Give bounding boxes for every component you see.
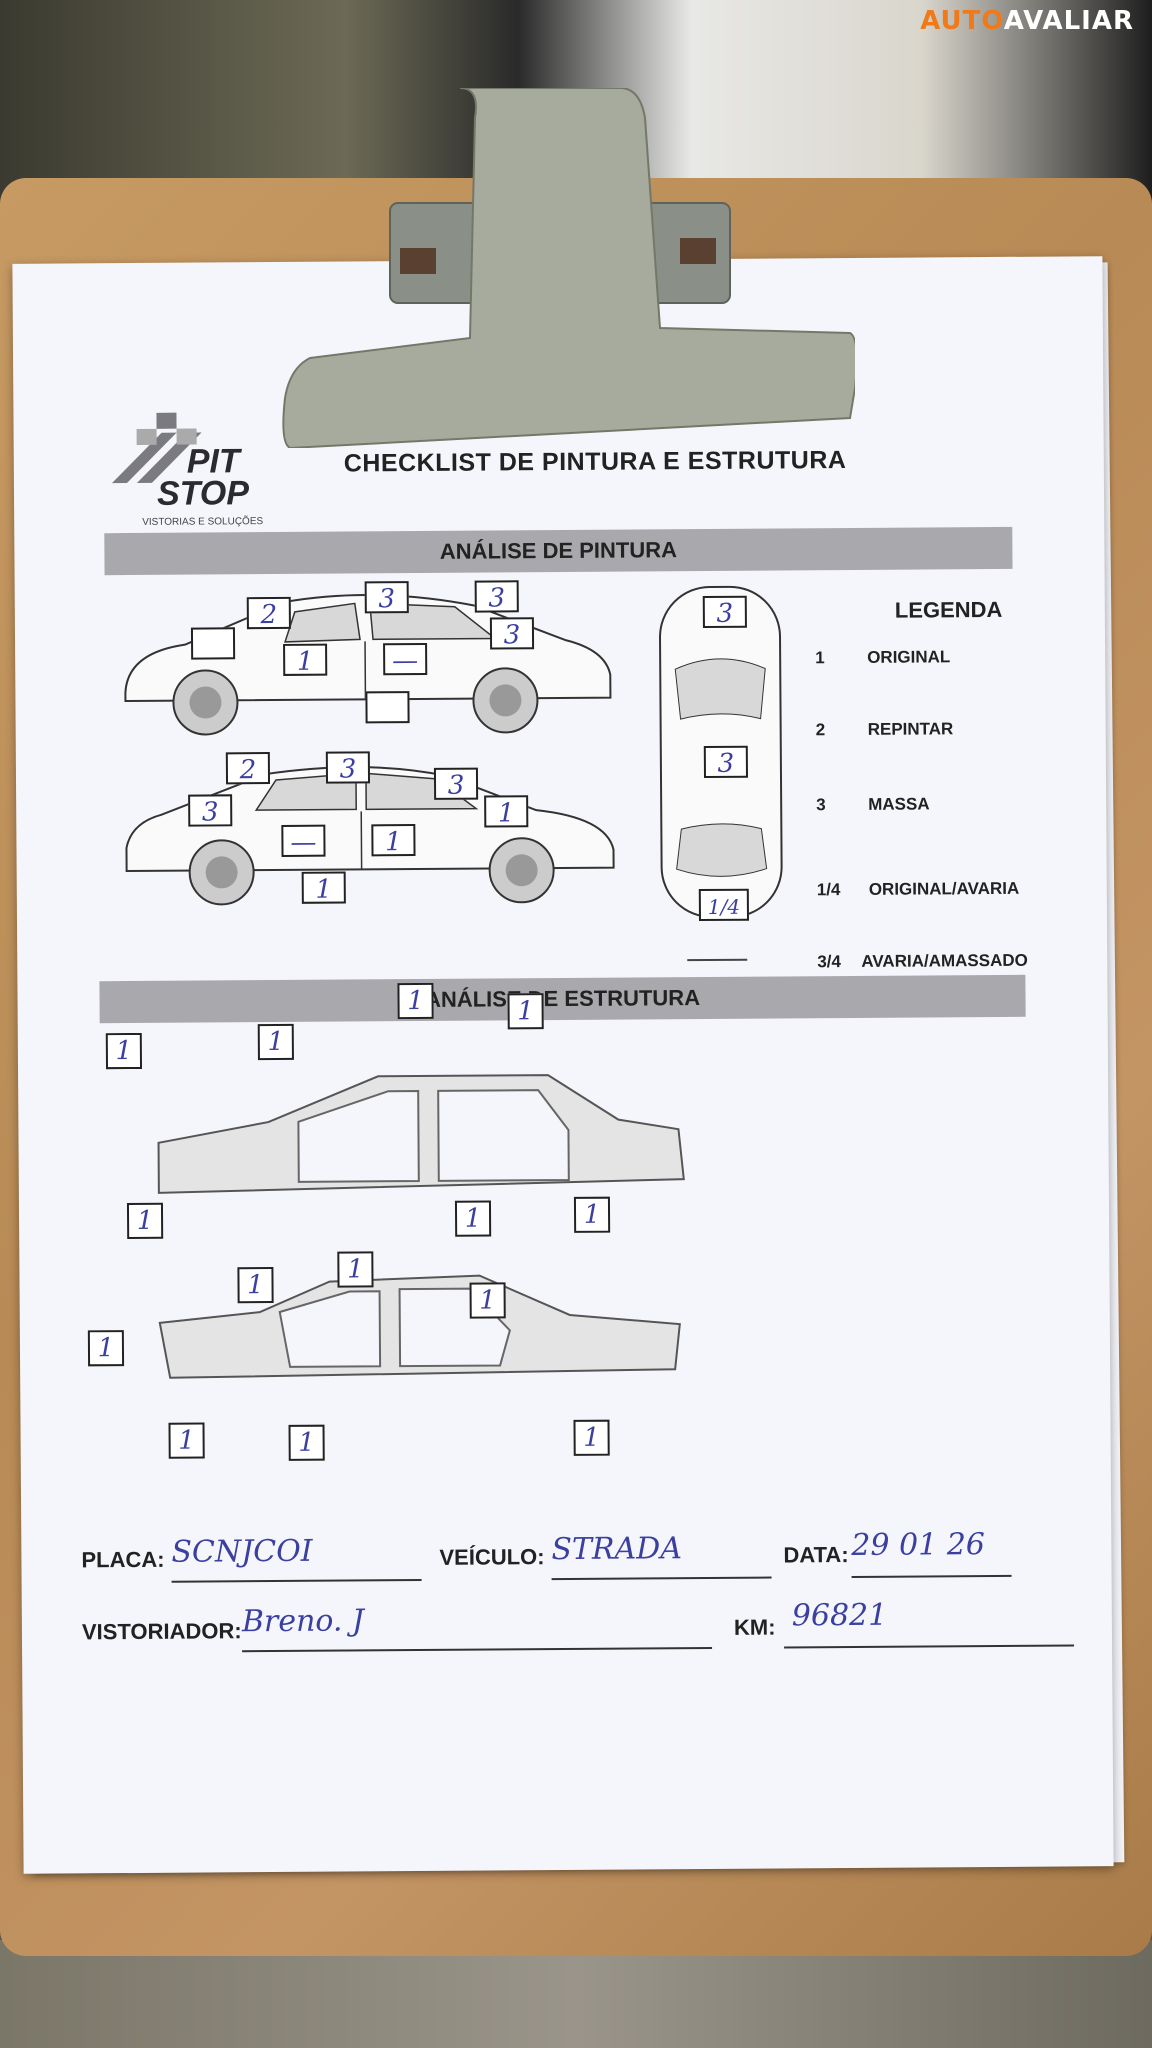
legend-title: LEGENDA — [894, 596, 1003, 623]
legend-label: REPINTAR — [867, 719, 954, 739]
clipboard-clip — [282, 88, 855, 448]
paint-mark-box[interactable]: 3 — [325, 751, 371, 785]
pit-stop-logo: PIT STOP VISTORIAS E SOLUÇÕES — [101, 392, 302, 533]
watermark-logo: AUTOAVALIAR — [920, 6, 1134, 36]
paint-mark-box[interactable]: 3 — [364, 581, 409, 614]
veiculo-value[interactable]: STRADA — [551, 1531, 683, 1568]
placa-label: PLACA: — [81, 1546, 165, 1573]
paint-mark-box[interactable]: 3 — [489, 617, 535, 650]
logo-line2: STOP — [157, 474, 250, 513]
legend-row: 1 ORIGINAL — [815, 647, 950, 668]
legend-label: ORIGINAL/AVARIA — [868, 878, 1020, 899]
structure-mark-box[interactable]: 1 — [469, 1282, 506, 1319]
veiculo-underline — [551, 1576, 772, 1581]
vistoriador-value[interactable]: Breno. J — [241, 1603, 365, 1640]
structure-mark-box[interactable]: 1 — [454, 1200, 492, 1237]
form-title: CHECKLIST DE PINTURA E ESTRUTURA — [343, 446, 847, 478]
legend-row: 3/4 AVARIA/AMASSADO — [817, 951, 1028, 972]
legend-label: MASSA — [868, 794, 930, 814]
paint-mark-box[interactable]: 3 — [702, 595, 747, 629]
vistoriador-underline — [242, 1646, 713, 1653]
logo-line1: PIT — [187, 442, 243, 480]
paint-mark-box[interactable] — [190, 627, 236, 660]
data-value[interactable]: 29 01 26 — [851, 1527, 986, 1563]
logo-tagline: VISTORIAS E SOLUÇÕES — [142, 514, 263, 528]
km-underline — [784, 1644, 1075, 1649]
legend-dash — [687, 958, 748, 962]
body-frame-side-view — [157, 1074, 685, 1194]
structure-mark-box[interactable]: 1 — [257, 1023, 294, 1061]
structure-mark-box[interactable]: 1 — [397, 982, 434, 1020]
paint-mark-box[interactable]: 1 — [301, 871, 346, 905]
paint-mark-box[interactable]: 3 — [703, 745, 748, 779]
structure-mark-box[interactable]: 1 — [573, 1196, 611, 1233]
paint-mark-box[interactable]: 1 — [283, 643, 328, 677]
data-underline — [851, 1574, 1012, 1578]
paint-mark-box[interactable]: 3 — [433, 767, 479, 801]
structure-mark-box[interactable]: 1 — [337, 1251, 374, 1288]
legend-row: 1/4 ORIGINAL/AVARIA — [817, 879, 1020, 900]
watermark-part1: AUTO — [920, 6, 1004, 36]
paint-mark-box[interactable]: 1 — [371, 824, 416, 857]
legend-code: 1/4 — [816, 880, 841, 900]
structure-section-band: ANÁLISE DE ESTRUTURA — [99, 974, 1026, 1024]
paint-mark-box[interactable]: — — [281, 824, 326, 858]
structure-mark-box[interactable]: 1 — [87, 1330, 125, 1367]
structure-mark-box[interactable]: 1 — [126, 1202, 164, 1240]
car-side-view-left — [125, 766, 615, 906]
paint-mark-box[interactable] — [365, 691, 410, 724]
structure-mark-box[interactable]: 1 — [573, 1419, 610, 1456]
km-value[interactable]: 96821 — [791, 1597, 888, 1634]
background-bottom — [0, 1940, 1152, 2048]
paint-mark-box[interactable]: — — [383, 642, 428, 676]
legend-row: 3 MASSA — [816, 794, 930, 815]
body-frame-side-view-mirrored — [158, 1274, 681, 1379]
veiculo-label: VEÍCULO: — [439, 1544, 545, 1570]
paint-mark-box[interactable]: 1 — [484, 795, 529, 828]
paint-mark-box[interactable]: 3 — [188, 794, 233, 828]
km-label: KM: — [733, 1614, 776, 1640]
placa-value[interactable]: SCNJCOI — [171, 1533, 313, 1570]
paint-mark-box[interactable]: 1/4 — [698, 888, 749, 922]
data-label: DATA: — [783, 1542, 849, 1568]
placa-underline — [171, 1578, 422, 1583]
legend-code: 2 — [815, 720, 826, 740]
legend-row: 2 REPINTAR — [816, 719, 954, 740]
watermark-part2: AVALIAR — [1003, 6, 1134, 36]
paint-section-band: ANÁLISE DE PINTURA — [104, 526, 1013, 576]
car-side-view-right — [124, 593, 612, 736]
paint-mark-box[interactable]: 3 — [474, 580, 519, 614]
paint-mark-box[interactable]: 2 — [246, 596, 291, 630]
legend-label: ORIGINAL — [867, 647, 951, 667]
structure-mark-box[interactable]: 1 — [507, 993, 544, 1030]
structure-mark-box[interactable]: 1 — [105, 1032, 143, 1070]
structure-mark-box[interactable]: 1 — [288, 1424, 325, 1461]
structure-mark-box[interactable]: 1 — [168, 1422, 205, 1459]
legend-code: 3/4 — [817, 952, 841, 972]
legend-code: 3 — [816, 795, 826, 815]
vistoriador-label: VISTORIADOR: — [81, 1618, 242, 1645]
paint-mark-box[interactable]: 2 — [225, 752, 271, 785]
checklist-sheet: PIT STOP VISTORIAS E SOLUÇÕES CHECKLIST … — [12, 256, 1114, 1874]
structure-mark-box[interactable]: 1 — [237, 1267, 274, 1304]
legend-label: AVARIA/AMASSADO — [861, 950, 1028, 971]
legend-code: 1 — [815, 648, 825, 668]
